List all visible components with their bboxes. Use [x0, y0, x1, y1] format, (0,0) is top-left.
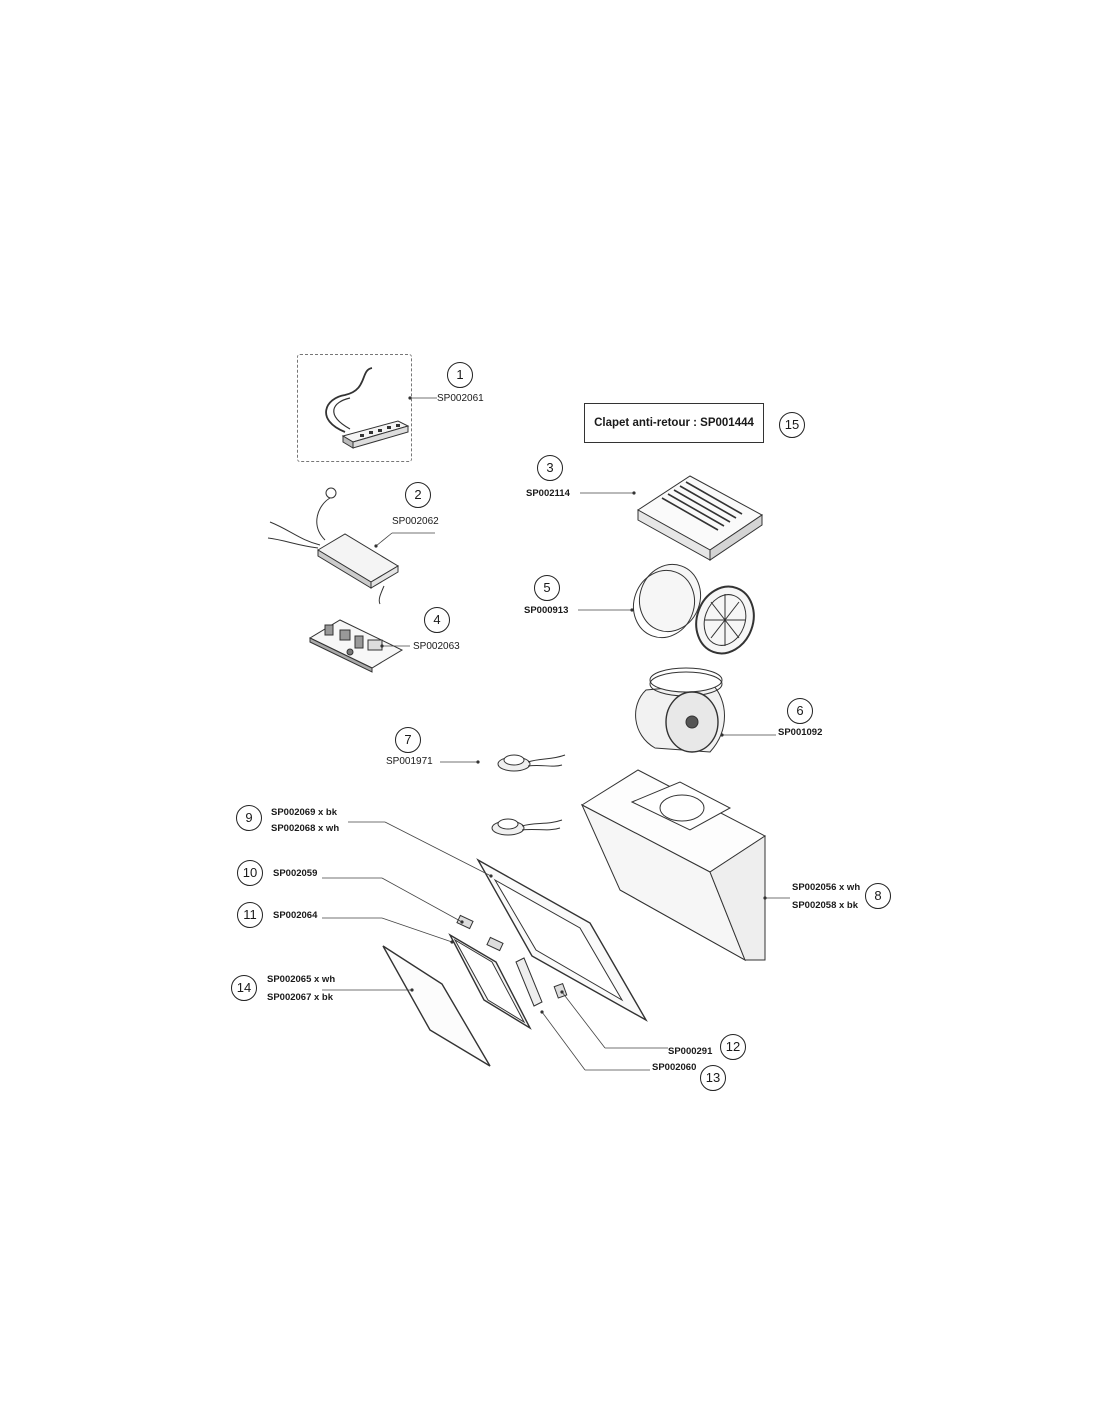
part-code-label-1: SP002061 [437, 393, 484, 404]
part-code-label-12: SP000291 [668, 1046, 713, 1057]
filter-cassette-drawing [637, 475, 763, 561]
lamps-drawing [491, 754, 566, 836]
rod-drawing [515, 957, 543, 1007]
part-code-label-14b: SP002067 x bk [267, 992, 334, 1003]
part-code-label-13: SP002060 [652, 1062, 697, 1073]
inner-panel-drawing [448, 933, 532, 1030]
control-keypad-drawing [325, 367, 410, 449]
keypad-highlight-box [297, 354, 412, 462]
callout-number-11: 11 [237, 902, 263, 928]
callout-number-7: 7 [395, 727, 421, 753]
part-code-label-11: SP002064 [273, 910, 318, 921]
callout-number-10: 10 [237, 860, 263, 886]
part-code-label-5: SP000913 [524, 605, 569, 616]
check-valve-note: Clapet anti-retour : SP001444 [584, 403, 764, 443]
leader-lines [322, 397, 790, 1071]
front-frame-drawing [476, 858, 648, 1022]
callout-number-5: 5 [534, 575, 560, 601]
part-code-label-6: SP001092 [778, 727, 823, 738]
circuit-board-drawing [308, 619, 404, 673]
part-code-label-8b: SP002058 x bk [792, 900, 859, 911]
connectors-drawing [456, 914, 504, 952]
callout-number-4: 4 [424, 607, 450, 633]
glass-panel-drawing [382, 945, 491, 1067]
callout-number-6: 6 [787, 698, 813, 724]
callout-number-13: 13 [700, 1065, 726, 1091]
callout-number-2: 2 [405, 482, 431, 508]
part-code-label-9a: SP002069 x bk [271, 807, 338, 818]
round-filters-drawing [633, 563, 755, 655]
callout-number-3: 3 [537, 455, 563, 481]
callout-number-9: 9 [236, 805, 262, 831]
part-code-label-10: SP002059 [273, 868, 318, 879]
hood-body-drawing [580, 769, 766, 962]
callout-number-14: 14 [231, 975, 257, 1001]
callout-number-15: 15 [779, 412, 805, 438]
part-code-label-3: SP002114 [526, 488, 570, 499]
blower-motor-drawing [635, 667, 725, 753]
part-code-label-8a: SP002056 x wh [792, 882, 861, 893]
part-code-label-2: SP002062 [392, 516, 439, 527]
part-code-label-4: SP002063 [413, 641, 460, 652]
power-supply-drawing [267, 487, 399, 605]
part-code-label-7: SP001971 [386, 756, 433, 767]
callout-number-8: 8 [865, 883, 891, 909]
part-code-label-14a: SP002065 x wh [267, 974, 336, 985]
callout-number-12: 12 [720, 1034, 746, 1060]
leader-dots [374, 396, 767, 1014]
callout-number-1: 1 [447, 362, 473, 388]
part-code-label-9b: SP002068 x wh [271, 823, 340, 834]
